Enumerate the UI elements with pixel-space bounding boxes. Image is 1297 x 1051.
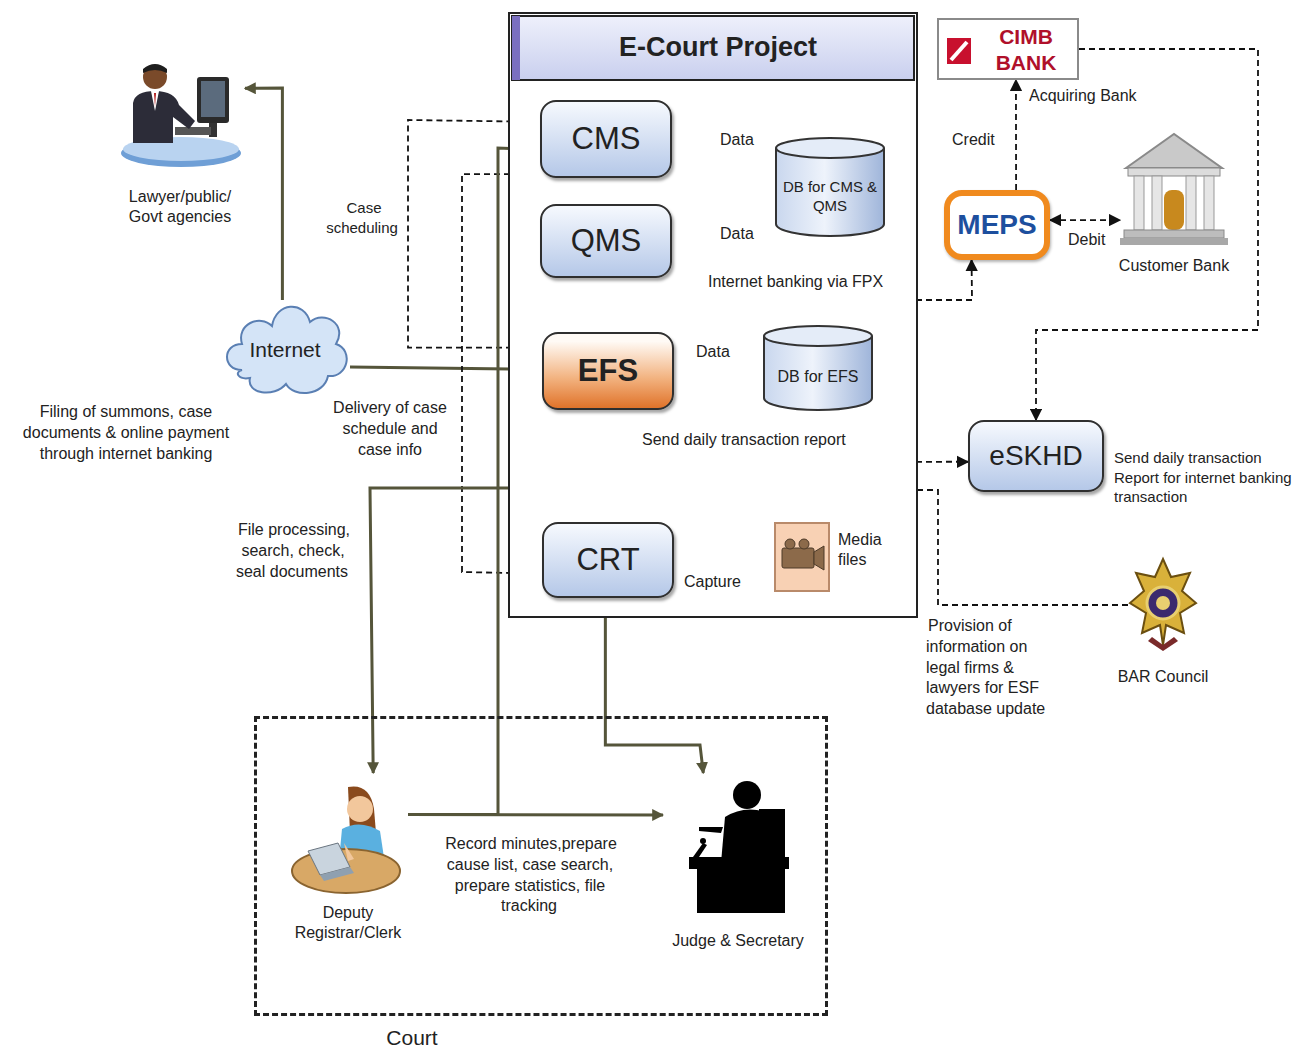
node-text: Customer Bank: [1106, 256, 1242, 276]
node-text: Internet: [220, 300, 350, 400]
diagram-node: E-Court ProjectCMS QMS DB for CMS & QMS EFS…: [508, 12, 918, 618]
lawyer-icon: [115, 55, 245, 170]
node-text: Judge & Secretary: [663, 931, 813, 951]
label-patch: Capture: [682, 573, 743, 590]
edge-label: Internet banking via FPX: [706, 272, 906, 293]
label-patch: Credit: [950, 131, 997, 148]
diagram-node: MEPS: [944, 190, 1050, 260]
diagram-node: Judge & Secretary: [663, 773, 793, 913]
label-patch: Case scheduling: [326, 199, 400, 236]
diagram-node: EFS: [542, 332, 674, 410]
node-text: BAR Council: [1088, 667, 1238, 687]
node-text: DB for CMS & QMS: [778, 160, 882, 234]
annotation-label: Filing of summons, case documents & onli…: [4, 402, 248, 464]
diagram-node: eSKHD: [968, 420, 1104, 492]
annotation-label: Send daily transaction Report for intern…: [1114, 448, 1292, 507]
edge-label: Capture: [682, 572, 752, 593]
node-text: Deputy Registrar/Clerk: [278, 903, 418, 943]
connector: [245, 88, 282, 300]
diagram-node: Customer Bank: [1120, 128, 1228, 246]
label-patch: Record minutes,prepare cause list, case …: [443, 835, 617, 914]
diagram-node: Lawyer/public/ Govt agencies: [115, 55, 245, 170]
edge-label: Record minutes,prepare cause list, case …: [430, 834, 630, 917]
node-text: CRT: [544, 524, 672, 596]
label-patch: Debit: [1066, 231, 1107, 248]
node-text: QMS: [542, 206, 670, 276]
label-patch: Data: [718, 131, 756, 148]
edge-label: Debit: [1066, 230, 1116, 251]
edge-label: Case scheduling: [324, 198, 402, 237]
label-patch: Send daily transaction report: [640, 431, 848, 448]
label-patch: File processing, search, check, seal doc…: [236, 521, 350, 580]
diagram-node: Internet: [220, 300, 350, 400]
node-text: Media files: [838, 530, 904, 570]
edge-label: Data: [718, 224, 758, 245]
node-text: Lawyer/public/ Govt agencies: [115, 187, 245, 227]
judge-silhouette: [663, 773, 793, 913]
node-text: eSKHD: [970, 422, 1102, 490]
diagram-node: QMS: [540, 204, 672, 278]
bank-building-icon: [1120, 128, 1228, 246]
connector: [1036, 49, 1258, 420]
label-patch: Data: [718, 225, 756, 242]
node-text: Acquiring Bank: [1029, 86, 1151, 106]
label-patch: Provision of information on legal firms …: [926, 617, 1047, 717]
connector: [1050, 219, 1120, 221]
edge-label: Data: [718, 130, 758, 151]
diagram-node: DB for EFS: [762, 324, 874, 412]
node-text: DB for EFS: [766, 346, 870, 408]
media-file-icon: [774, 522, 830, 592]
diagram-node: CIMB BANKAcquiring Bank: [937, 18, 1079, 80]
label-patch: Internet banking via FPX: [706, 273, 885, 290]
node-text: E-Court Project: [520, 16, 916, 80]
label-patch: Data: [694, 343, 732, 360]
diagram-node: BAR Council: [1128, 555, 1198, 655]
diagram-node: DB for CMS & QMS: [774, 136, 886, 238]
edge-label: Data: [694, 342, 738, 363]
diagram-node: Deputy Registrar/Clerk: [288, 773, 408, 903]
connector: [605, 598, 703, 773]
clerk-icon: [288, 773, 408, 903]
edge-label: Credit: [950, 130, 1006, 151]
bar-council-emblem: [1128, 555, 1198, 655]
diagram-node: Media files: [774, 522, 830, 592]
edge-label: Provision of information on legal firms …: [926, 616, 1060, 720]
connector: [1015, 80, 1017, 190]
diagram-node: CMS: [540, 100, 672, 178]
node-text: EFS: [544, 334, 672, 408]
annotation-label: Delivery of case schedule and case info: [328, 398, 452, 460]
diagram-node: CRT: [542, 522, 674, 598]
node-text: MEPS: [950, 196, 1044, 254]
node-text: Court: [357, 1025, 467, 1051]
edge-label: File processing, search, check, seal doc…: [226, 520, 360, 582]
node-text: CIMB BANK: [973, 20, 1079, 80]
node-text: CMS: [542, 102, 670, 176]
edge-label: Send daily transaction report: [640, 430, 890, 451]
